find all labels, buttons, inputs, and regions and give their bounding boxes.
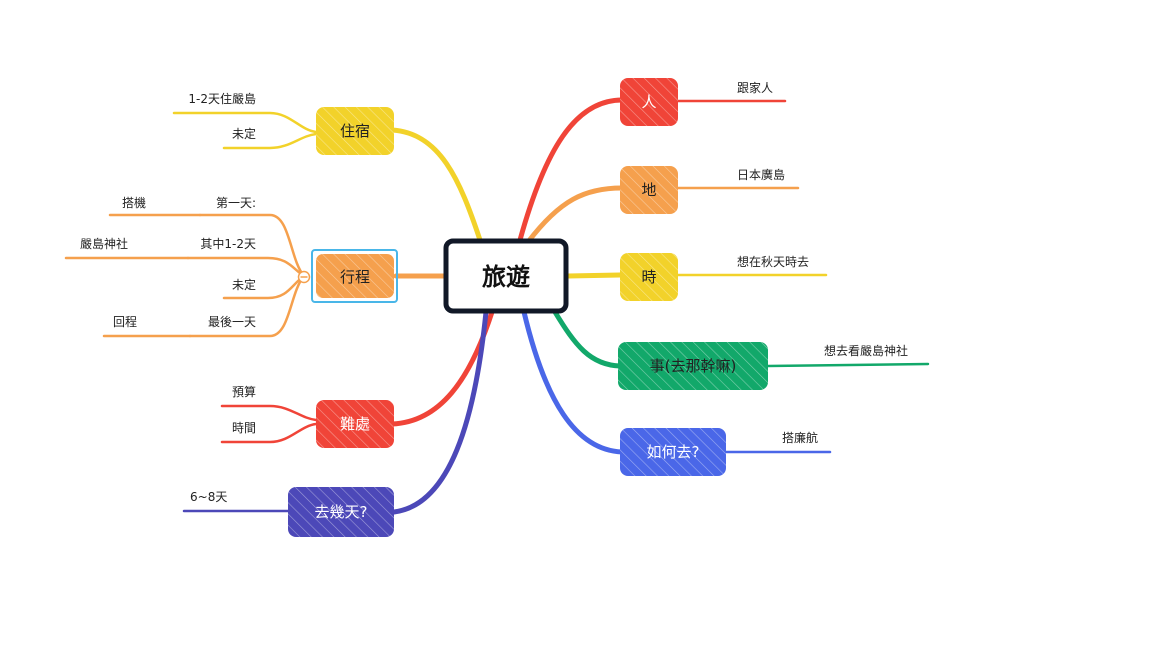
branch-node-jitian[interactable]: 去幾天?	[288, 487, 394, 537]
connectors	[389, 97, 625, 515]
connector-di	[525, 185, 625, 245]
branch-node-shi[interactable]: 時	[620, 253, 678, 301]
leaf-zhusu-0[interactable]: 1-2天住嚴島	[188, 91, 256, 106]
branch-node-zhusu[interactable]: 住宿	[316, 107, 394, 155]
central-topic[interactable]: 旅遊	[443, 238, 569, 314]
subleaf-xingcheng-2[interactable]: 回程	[113, 314, 137, 329]
branch-node-shi2[interactable]: 事(去那幹嘛)	[618, 342, 768, 390]
connector-ruhe	[521, 309, 625, 455]
branch-label-zhusu: 住宿	[340, 122, 370, 140]
branch-node-xingcheng[interactable]: 行程	[311, 249, 398, 303]
leaf-nanchu-1[interactable]: 時間	[232, 421, 256, 435]
branch-node-ruhe[interactable]: 如何去?	[620, 428, 726, 476]
subleaf-xingcheng-0[interactable]: 搭機	[122, 195, 146, 210]
leaf-jitian-0[interactable]: 6~8天	[190, 490, 227, 504]
branch-node-nanchu[interactable]: 難處	[316, 400, 394, 448]
connector-shi2	[552, 309, 623, 369]
leaf-xingcheng-1[interactable]: 其中1-2天	[200, 236, 256, 251]
branch-label-jitian: 去幾天?	[315, 503, 368, 521]
branch-label-shi: 時	[641, 268, 656, 286]
leaf-zhusu-1[interactable]: 未定	[232, 126, 256, 141]
collapse-toggle[interactable]	[297, 270, 311, 284]
branch-label-ren: 人	[641, 93, 656, 111]
subleaf-xingcheng-1[interactable]: 嚴島神社	[80, 236, 128, 251]
connector-zhusu	[389, 127, 483, 243]
branch-label-xingcheng: 行程	[340, 268, 370, 286]
branch-label-di: 地	[641, 181, 656, 199]
connector-ren	[517, 97, 625, 243]
leaf-xingcheng-3[interactable]: 最後一天	[208, 315, 256, 329]
leaf-lines	[64, 99, 930, 513]
branch-node-ren[interactable]: 人	[620, 78, 678, 126]
leaf-nanchu-0[interactable]: 預算	[232, 384, 256, 399]
connector-jitian	[391, 309, 489, 515]
leaf-ruhe-0[interactable]: 搭廉航	[782, 430, 818, 445]
leaf-xingcheng-0[interactable]: 第一天:	[216, 196, 256, 210]
connector-shi	[565, 272, 623, 279]
branch-node-di[interactable]: 地	[620, 166, 678, 214]
branch-label-shi2: 事(去那幹嘛)	[650, 357, 737, 375]
central-topic-label: 旅遊	[482, 263, 530, 291]
leaf-ren-0[interactable]: 跟家人	[737, 80, 773, 95]
leaf-xingcheng-2[interactable]: 未定	[232, 277, 256, 292]
selection-outline	[311, 249, 398, 303]
branch-label-ruhe: 如何去?	[647, 443, 700, 461]
branch-label-nanchu: 難處	[340, 415, 370, 433]
leaf-shi2-0[interactable]: 想去看嚴島神社	[824, 343, 908, 358]
leaf-di-0[interactable]: 日本廣島	[737, 167, 785, 182]
leaf-texts: 跟家人 日本廣島 想在秋天時去 想去看嚴島神社 搭廉航 1-2天住嚴島 未定 第…	[80, 80, 908, 504]
leaf-shi-0[interactable]: 想在秋天時去	[737, 254, 809, 269]
